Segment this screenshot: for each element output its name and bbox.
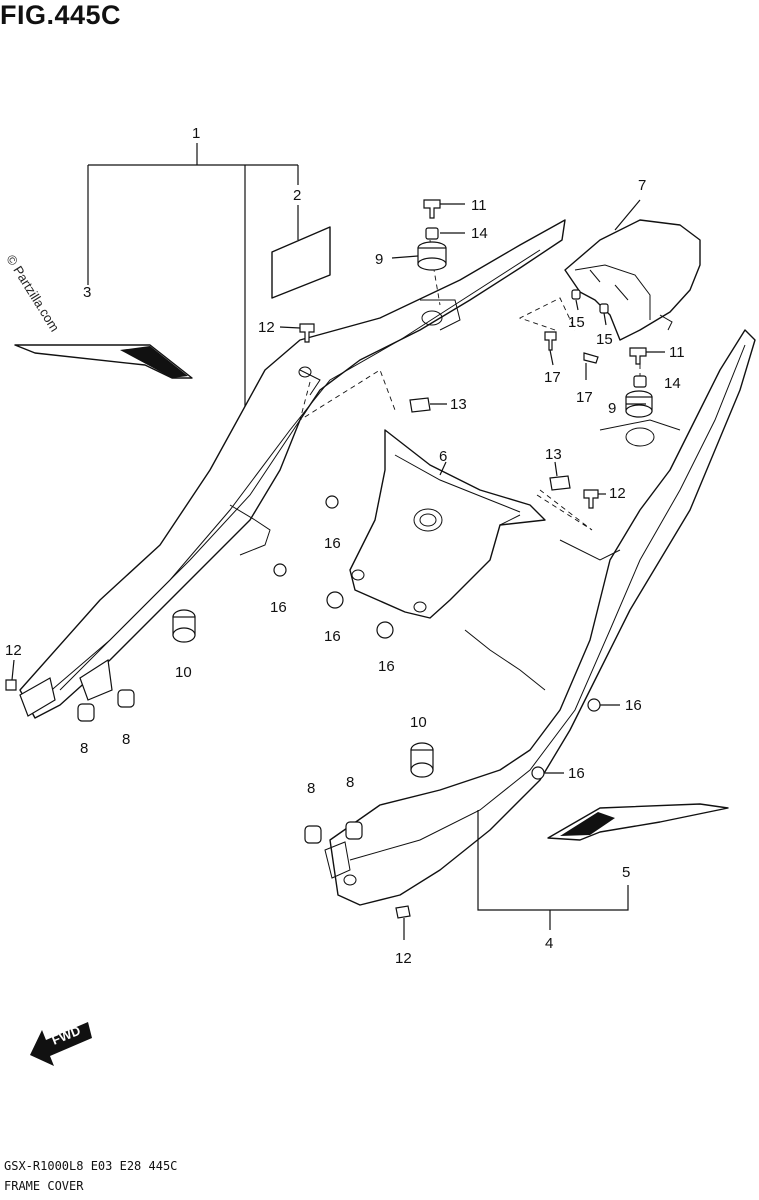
callout-16d: 16 bbox=[378, 658, 395, 675]
callout-8b: 8 bbox=[122, 731, 130, 748]
callout-16a: 16 bbox=[324, 535, 341, 552]
leader-lines bbox=[11, 199, 665, 940]
grommet-10-left bbox=[172, 609, 196, 643]
callout-12a: 12 bbox=[258, 319, 275, 336]
callout-16c: 16 bbox=[324, 628, 341, 645]
bolt-12-mid bbox=[583, 489, 599, 509]
callout-11b: 11 bbox=[669, 344, 685, 361]
bolt-12-upper bbox=[299, 323, 315, 343]
nut-14-upper bbox=[425, 227, 439, 240]
callout-16b: 16 bbox=[270, 599, 287, 616]
model-code: GSX-R1000L8 E03 E28 445C bbox=[4, 1159, 178, 1173]
callout-10b: 10 bbox=[410, 714, 427, 731]
bolt-11-lower bbox=[629, 347, 647, 365]
callout-4: 4 bbox=[545, 935, 553, 952]
callout-10a: 10 bbox=[175, 664, 192, 681]
label-sheet-2 bbox=[271, 226, 331, 299]
clip-13-upper bbox=[409, 397, 431, 413]
bolt-12-left bbox=[5, 679, 17, 691]
left-frame-cover-1 bbox=[19, 219, 566, 719]
grommet-9-upper bbox=[417, 241, 447, 271]
figure-title: FIG.445C bbox=[0, 0, 122, 30]
callout-8c: 8 bbox=[307, 780, 315, 797]
fwd-arrow-icon: FWD bbox=[30, 1022, 92, 1066]
grommet-10-right bbox=[410, 742, 434, 778]
bracket-assembly-1 bbox=[87, 143, 299, 420]
callout-15a: 15 bbox=[568, 314, 585, 331]
seat-cowl-7 bbox=[564, 219, 701, 341]
clip-15-left bbox=[571, 289, 581, 300]
callout-14b: 14 bbox=[664, 375, 681, 392]
section-name: FRAME COVER bbox=[4, 1179, 84, 1193]
clip-15-right bbox=[599, 303, 609, 314]
callout-16f: 16 bbox=[568, 765, 585, 782]
callouts: 1 2 3 4 5 6 7 8 8 8 8 9 9 10 10 11 11 12… bbox=[5, 125, 685, 967]
cushion-8-set bbox=[77, 689, 363, 844]
callout-12c: 12 bbox=[5, 642, 22, 659]
callout-13b: 13 bbox=[545, 446, 562, 463]
clip-13-lower bbox=[549, 475, 571, 491]
callout-15b: 15 bbox=[596, 331, 613, 348]
callout-16e: 16 bbox=[625, 697, 642, 714]
callout-9a: 9 bbox=[375, 251, 383, 268]
callout-1: 1 bbox=[192, 125, 200, 142]
clip-16-set bbox=[273, 495, 601, 780]
callout-12d: 12 bbox=[395, 950, 412, 967]
nut-14-lower bbox=[633, 375, 647, 388]
screw-17-right bbox=[583, 352, 599, 364]
callout-17a: 17 bbox=[544, 369, 561, 386]
callout-7: 7 bbox=[638, 177, 646, 194]
bracket-assembly-4 bbox=[477, 810, 629, 930]
bolt-12-bottom bbox=[395, 905, 411, 919]
bolt-11-upper bbox=[423, 199, 441, 219]
callout-6: 6 bbox=[439, 448, 447, 465]
callout-17b: 17 bbox=[576, 389, 593, 406]
callout-11a: 11 bbox=[471, 197, 487, 214]
callout-9b: 9 bbox=[608, 400, 616, 417]
callout-13a: 13 bbox=[450, 396, 467, 413]
right-frame-cover-4 bbox=[324, 329, 756, 906]
center-cover-6 bbox=[349, 429, 546, 619]
callout-3: 3 bbox=[83, 284, 91, 301]
callout-8d: 8 bbox=[346, 774, 354, 791]
callout-8a: 8 bbox=[80, 740, 88, 757]
screw-17-left bbox=[544, 331, 557, 351]
callout-2: 2 bbox=[293, 187, 301, 204]
callout-12b: 12 bbox=[609, 485, 626, 502]
callout-5: 5 bbox=[622, 864, 630, 881]
callout-14a: 14 bbox=[471, 225, 488, 242]
